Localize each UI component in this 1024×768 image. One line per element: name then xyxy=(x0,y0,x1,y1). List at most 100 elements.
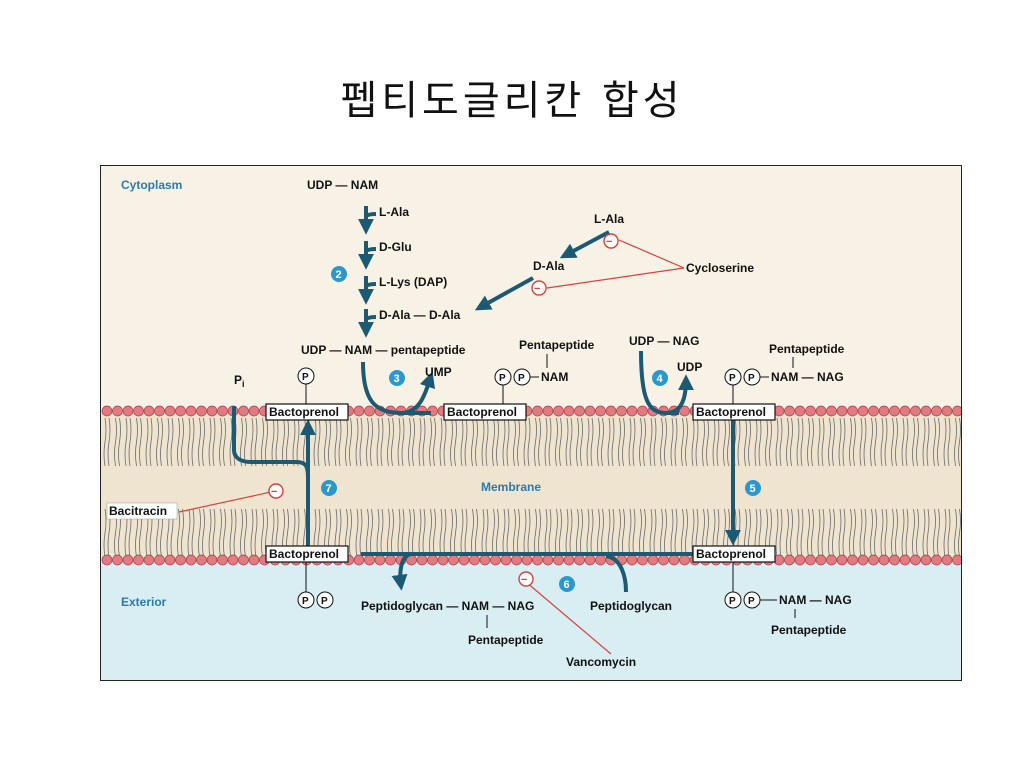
lipid-tail xyxy=(292,417,296,467)
lipid-head xyxy=(605,405,617,417)
lipid-tail xyxy=(691,508,695,558)
lipid-tail xyxy=(817,417,821,467)
lipid-tail xyxy=(391,508,394,558)
lipid-tail xyxy=(212,417,216,467)
phosphate-icon xyxy=(724,591,742,609)
lipid-tail xyxy=(219,508,222,558)
lipid-tail xyxy=(632,417,636,467)
lipid-tail xyxy=(250,508,254,558)
lipid-tail xyxy=(790,508,793,558)
lipid-tail xyxy=(149,417,153,467)
lipid-tail xyxy=(649,417,653,467)
chain-step-dglu: D-Glu xyxy=(379,240,412,254)
lipid-tail xyxy=(611,417,615,467)
lipid-tail xyxy=(460,417,464,467)
lipid-tail xyxy=(727,417,730,467)
chain-arrows xyxy=(358,206,377,338)
lipid-tail xyxy=(412,417,415,467)
phosphate-label: P xyxy=(748,596,755,607)
lipid-tail xyxy=(937,417,940,467)
lipid-head xyxy=(206,405,218,417)
step-2-badge xyxy=(331,266,347,282)
lipid-head xyxy=(563,405,575,417)
lipid-tail xyxy=(208,417,212,467)
lipid-head xyxy=(952,405,961,417)
lipid-tail xyxy=(901,508,905,558)
lipid-head xyxy=(364,554,375,566)
lipid-head xyxy=(500,554,512,566)
lala-label: L-Ala xyxy=(594,212,624,226)
step-3-arrows xyxy=(361,361,436,415)
lipid-head xyxy=(112,554,123,566)
lipid-tail xyxy=(905,508,909,558)
lipid-heads-bottom xyxy=(101,554,961,566)
lipid-tail xyxy=(895,417,898,467)
lipid-head xyxy=(679,405,690,417)
lipid-tail xyxy=(397,417,401,467)
lipid-tail xyxy=(685,508,688,558)
lipid-head xyxy=(553,554,564,566)
lipid-tail xyxy=(355,508,359,558)
lipid-tail xyxy=(702,417,705,467)
lipid-tail xyxy=(513,508,516,558)
lipid-tail xyxy=(622,508,625,558)
lipid-tail xyxy=(534,508,537,558)
lipid-tail xyxy=(653,508,657,558)
lipid-tail xyxy=(418,508,422,558)
lipid-head xyxy=(920,405,932,417)
lipid-tail xyxy=(502,508,506,558)
lipid-tail xyxy=(891,508,894,558)
lipid-tail xyxy=(412,508,415,558)
lipid-tail xyxy=(202,417,205,467)
lipid-tail xyxy=(590,417,594,467)
lipid-tail xyxy=(471,508,474,558)
lipid-head xyxy=(479,554,491,566)
lipid-head xyxy=(164,405,176,417)
lipid-tail xyxy=(821,417,825,467)
lipid-tail xyxy=(198,417,201,467)
lipid-tail xyxy=(817,508,821,558)
lipid-tail xyxy=(250,417,254,467)
nam-label: NAM xyxy=(541,370,568,384)
lipid-head xyxy=(101,554,113,566)
lipid-tail xyxy=(880,417,884,467)
lipid-head xyxy=(532,405,543,417)
bactoprenol-bottom-right: Bactoprenol xyxy=(692,545,776,563)
lipid-tail xyxy=(181,508,184,558)
lipid-head xyxy=(878,554,890,566)
lipid-tail xyxy=(832,417,835,467)
lipid-tail xyxy=(922,508,926,558)
lipid-head xyxy=(815,405,827,417)
lipid-head xyxy=(175,405,186,417)
phosphate-label: P xyxy=(748,373,755,384)
lipid-tail xyxy=(628,417,632,467)
lipid-tail xyxy=(947,508,951,558)
lipid-tail xyxy=(202,508,205,558)
lipid-tail xyxy=(481,508,485,558)
lipid-tail xyxy=(534,417,537,467)
lipid-head xyxy=(626,405,638,417)
peptidoglycan-synthesis-diagram: Cytoplasm Membrane Exterior UDP — NAM L-… xyxy=(100,165,962,681)
lipid-head xyxy=(616,405,627,417)
step-6-badge xyxy=(559,576,575,592)
lipid-tail xyxy=(853,508,856,558)
pentapeptide-label-2: Pentapeptide xyxy=(769,342,845,356)
lipid-tail xyxy=(460,508,464,558)
lipid-tail xyxy=(496,508,499,558)
bactoprenol-label: Bactoprenol xyxy=(447,405,517,419)
lipid-tail xyxy=(618,508,621,558)
step-6-number: 6 xyxy=(564,579,570,591)
bactoprenol-label: Bactoprenol xyxy=(696,547,766,561)
lipid-tail xyxy=(296,417,300,467)
lipid-tail xyxy=(926,417,930,467)
lipid-tail xyxy=(527,417,531,467)
lipid-tail xyxy=(937,508,940,558)
lipid-tail xyxy=(597,417,600,467)
lipid-tail xyxy=(275,417,279,467)
step-7-badge xyxy=(321,480,337,496)
lipid-head xyxy=(626,554,638,566)
lipid-tail xyxy=(706,417,709,467)
lipid-tail xyxy=(376,508,380,558)
lipid-tail xyxy=(103,417,107,467)
lipid-tail xyxy=(597,508,600,558)
